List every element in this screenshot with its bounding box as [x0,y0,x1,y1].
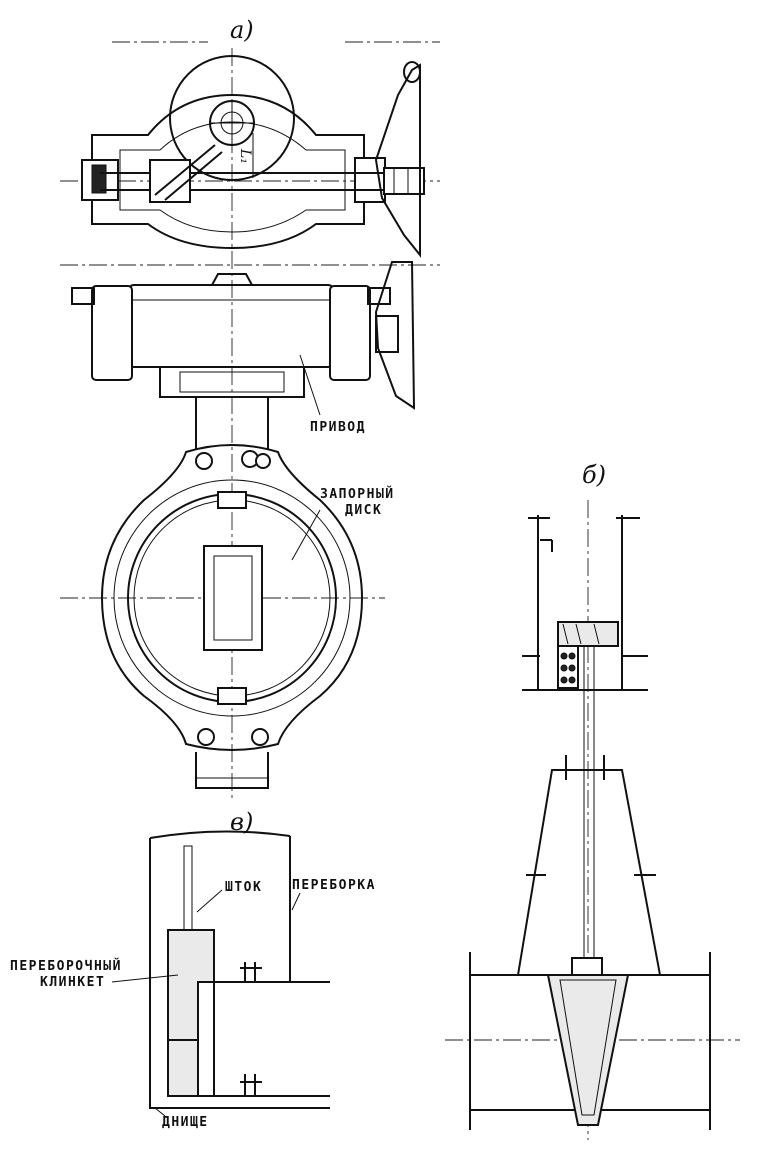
label-drive: ПРИВОД [310,420,366,435]
piston [557,621,619,647]
part-a-heading: а) [230,16,254,44]
bottom-leader [154,1107,166,1117]
bolt-bottom-left [197,728,215,746]
stem-leader [196,889,223,913]
bolt-bottom-right [251,728,269,746]
bulkhead-leader [291,892,301,911]
part-v-heading: в) [230,808,253,836]
label-valve-line1: ПЕРЕБОРОЧНЫЙ [10,958,122,974]
part-a-butterfly-valve: а) L₁ [60,16,440,800]
valve-body [100,444,364,789]
drive-leader [299,354,321,416]
dimension-mark: L₁ [237,148,253,164]
closing-disk-stem [203,545,263,651]
gearbox-side-view [71,261,416,410]
label-disk-line1: ЗАПОРНЫЙ [320,486,395,502]
shaft-nut [383,167,425,195]
part-v-bulkhead-valve: в) ШТОК ПЕРЕБОРКА ПЕРЕБОРОЧНЫЙ КЛИНКЕТ Д… [10,808,376,1130]
drive-flange [159,366,305,398]
drive-cap-left [91,285,133,381]
bulkhead-pipe [214,981,330,1097]
label-disk-line2: ДИСК [345,503,382,518]
bolt-top-left [195,452,213,470]
gearbox-housing [91,93,365,250]
gate-stem [583,645,595,959]
worm-wheel-outline [169,55,295,181]
end-cap-right [354,157,386,203]
bottom-plate [149,1100,330,1109]
valve-bottom-boss [195,752,269,789]
gate-wedge [546,974,630,1126]
handwheel-top [374,63,421,258]
valve-neck [195,398,269,450]
drive-top-boss [211,273,253,286]
stem [183,845,193,933]
drive-body [127,284,335,368]
handwheel-side [374,261,416,410]
label-valve-line2: КЛИНКЕТ [40,975,105,990]
valve-leader [111,974,179,983]
gearbox-top-view: L₁ [81,55,425,258]
label-bottom: ДНИЩЕ [162,1115,209,1130]
drive-cap-right [329,285,371,381]
bulkhead-top-edge [149,830,291,839]
part-b-heading: б) [582,461,606,489]
label-stem: ШТОК [225,880,262,895]
part-b-gate-valve: б) [445,461,740,1140]
cylinder [537,515,623,691]
bolt-top-right [255,453,271,469]
label-bulkhead: ПЕРЕБОРКА [292,878,376,893]
bonnet [516,769,662,976]
disk-leader [291,509,321,561]
